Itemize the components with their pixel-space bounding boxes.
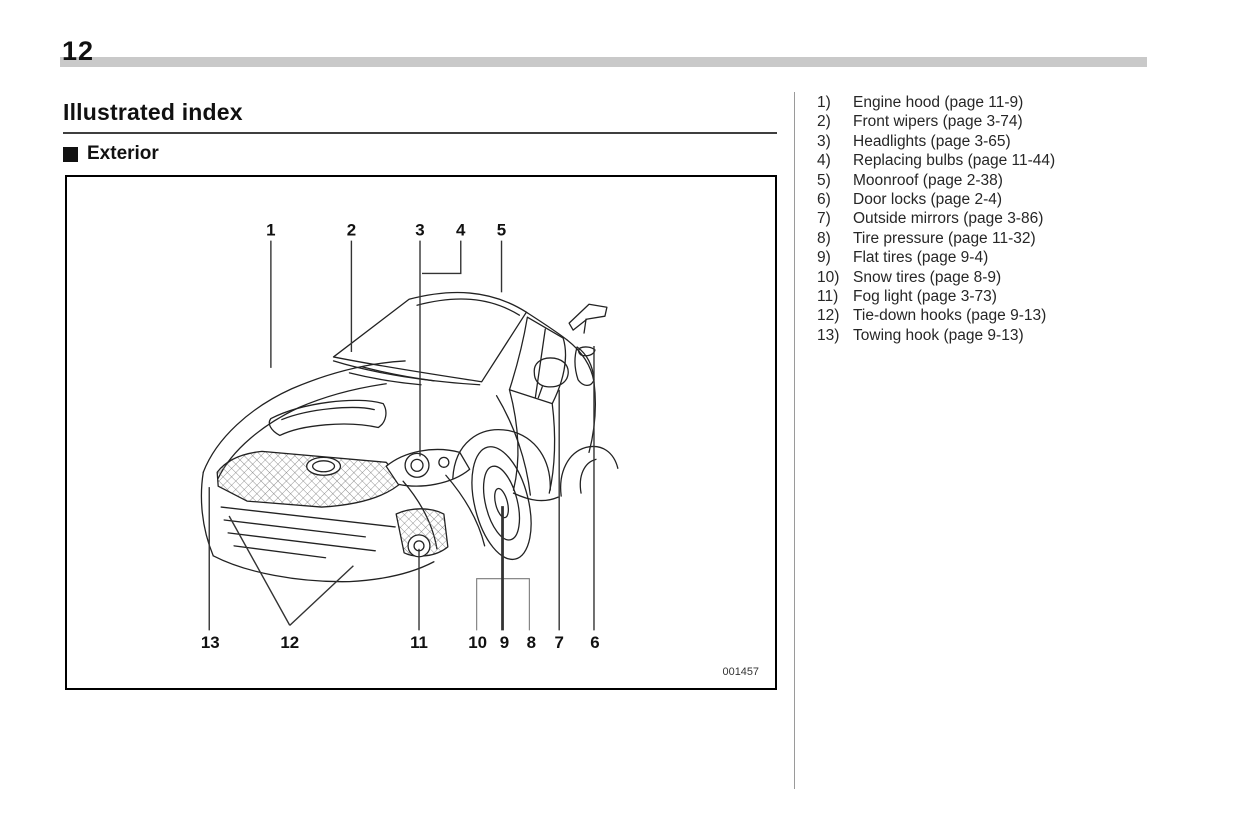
legend-item-number: 11): [817, 288, 839, 306]
callout-5: 5: [497, 221, 506, 240]
legend-item-label: Fog light (page 3-73): [853, 288, 997, 306]
car-body: [200, 291, 619, 583]
callout-13: 13: [201, 633, 220, 652]
legend-item-label: Front wipers (page 3-74): [853, 113, 1023, 131]
legend-item: 8) Tire pressure (page 11-32): [817, 229, 1217, 248]
exterior-figure: 1 2 3 4 5 13 12 11 10 9 8 7 6 001457: [65, 175, 777, 690]
legend-item: 3) Headlights (page 3-65): [817, 132, 1217, 151]
front-tire: [471, 446, 532, 561]
legend-item-number: 9): [817, 249, 831, 267]
legend-item-number: 1): [817, 94, 831, 111]
callout-9: 9: [500, 633, 509, 652]
callout-7: 7: [554, 633, 563, 652]
section-bullet-icon: [63, 146, 78, 162]
legend-item-number: 13): [817, 326, 840, 344]
legend-item-label: Snow tires (page 8-9): [853, 268, 1002, 286]
callout-11: 11: [410, 633, 428, 652]
headlight: [385, 448, 471, 487]
legend-item-number: 6): [817, 191, 831, 209]
legend-item: 1) Engine hood (page 11-9): [817, 93, 1217, 112]
legend-item-label: Door locks (page 2-4): [853, 191, 1003, 209]
callout-leader-lines: [208, 240, 595, 631]
legend-item-label: Outside mirrors (page 3-86): [853, 210, 1044, 228]
front-grille: [216, 450, 404, 508]
legend-item-number: 3): [817, 132, 831, 150]
legend-item-label: Tire pressure (page 11-32): [853, 229, 1036, 247]
legend-item-number: 7): [817, 210, 831, 228]
callout-10: 10: [468, 633, 487, 652]
legend-item: 10) Snow tires (page 8-9): [817, 268, 1217, 287]
header-rule-bar: [60, 57, 1147, 67]
legend-item-label: Engine hood (page 11-9): [853, 94, 1024, 111]
legend-item-number: 10): [817, 268, 840, 286]
legend-item-number: 8): [817, 229, 831, 247]
legend-item: 13) Towing hook (page 9-13): [817, 326, 1217, 345]
car-line-art: 1 2 3 4 5 13 12 11 10 9 8 7 6 001457: [200, 221, 759, 678]
page-title: Illustrated index: [63, 99, 777, 134]
figure-code: 001457: [723, 666, 759, 678]
legend-item-label: Towing hook (page 9-13): [853, 326, 1024, 344]
side-mirror: [533, 357, 569, 388]
section-title: Exterior: [87, 143, 159, 164]
callout-12: 12: [280, 633, 299, 652]
legend-item-number: 12): [817, 307, 840, 325]
door-handle: [578, 346, 596, 357]
callout-8: 8: [527, 633, 536, 652]
legend-list: 1) Engine hood (page 11-9) 2) Front wipe…: [817, 93, 1217, 345]
legend-item-label: Headlights (page 3-65): [853, 132, 1011, 150]
legend-item: 2) Front wipers (page 3-74): [817, 112, 1217, 131]
legend-item: 12) Tie-down hooks (page 9-13): [817, 306, 1217, 325]
legend-item: 5) Moonroof (page 2-38): [817, 171, 1217, 190]
legend-item: 6) Door locks (page 2-4): [817, 190, 1217, 209]
callout-2: 2: [347, 221, 356, 240]
section-heading: Exterior: [63, 143, 159, 165]
callout-3: 3: [415, 221, 424, 240]
callout-4: 4: [456, 221, 466, 240]
legend-item: 11) Fog light (page 3-73): [817, 287, 1217, 306]
legend-item-label: Moonroof (page 2-38): [853, 171, 1003, 189]
legend-item-number: 4): [817, 152, 831, 170]
legend-item-label: Replacing bulbs (page 11-44): [853, 152, 1056, 170]
legend-item: 7) Outside mirrors (page 3-86): [817, 209, 1217, 228]
column-divider: [794, 92, 795, 789]
callout-6: 6: [590, 633, 599, 652]
legend-item-number: 2): [817, 113, 831, 131]
legend-item-label: Flat tires (page 9-4): [853, 249, 989, 267]
legend-item-label: Tie-down hooks (page 9-13): [853, 307, 1047, 325]
brand-badge: [306, 456, 342, 476]
rear-spoiler: [568, 303, 608, 331]
legend-item-number: 5): [817, 171, 831, 189]
callout-1: 1: [266, 221, 275, 240]
legend-item: 4) Replacing bulbs (page 11-44): [817, 151, 1217, 170]
page-number: 12: [62, 36, 95, 66]
legend-item: 9) Flat tires (page 9-4): [817, 248, 1217, 267]
